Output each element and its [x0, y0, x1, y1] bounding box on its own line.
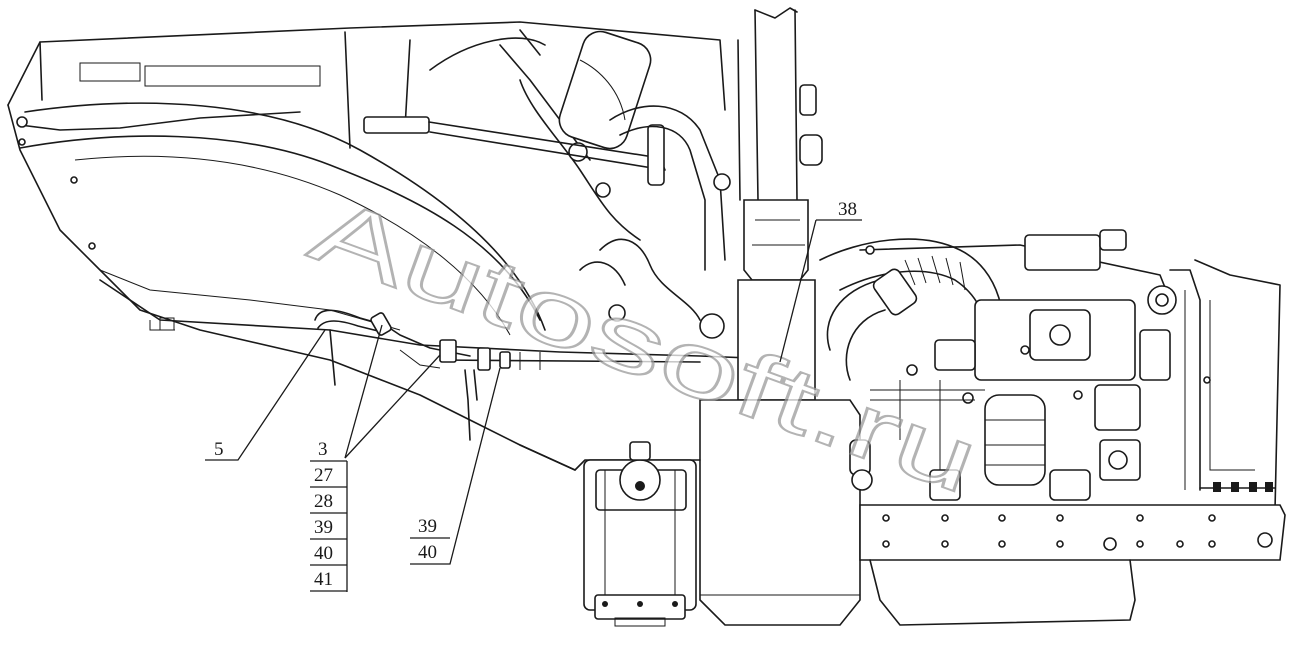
air-duct [579, 105, 726, 339]
frame-rail [859, 504, 1286, 626]
hydraulic-hose [314, 309, 511, 441]
callout-39b: 39 [418, 516, 437, 537]
exhaust-stack [713, 7, 823, 401]
callout-39a: 39 [314, 517, 333, 538]
callout-41: 41 [314, 569, 333, 590]
engine-assembly [819, 229, 1177, 501]
callout-40b: 40 [418, 542, 437, 563]
hood-bolts [1213, 482, 1273, 492]
radiator-hood [1169, 259, 1281, 511]
steering-column [429, 29, 652, 241]
callout-40a: 40 [314, 543, 333, 564]
leader-lines [205, 219, 862, 592]
center-housing [699, 399, 861, 626]
callout-5: 5 [214, 439, 224, 460]
cab-fender-outline [7, 21, 726, 471]
callout-28: 28 [314, 491, 333, 512]
fuel-tank [519, 441, 701, 627]
callout-3: 3 [318, 439, 328, 460]
callouts: 5 3 27 28 39 40 41 39 40 38 [214, 199, 857, 592]
callout-38: 38 [838, 199, 857, 220]
callout-27: 27 [314, 465, 333, 486]
frame-holes [882, 514, 1273, 551]
control-lever [363, 116, 666, 186]
